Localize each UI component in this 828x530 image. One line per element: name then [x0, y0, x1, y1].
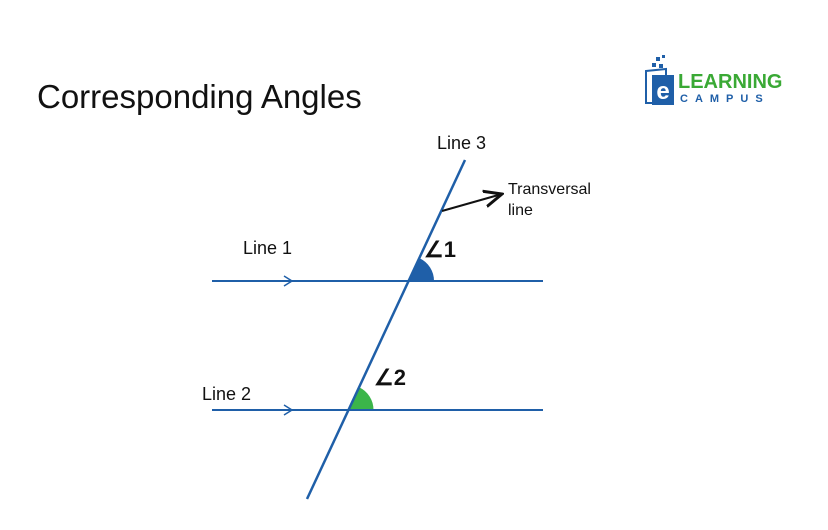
line-2-label: Line 2: [202, 384, 252, 404]
line-1-arrow-icon: [283, 275, 294, 287]
svg-text:CAMPUS: CAMPUS: [680, 93, 770, 105]
page-title: Corresponding Angles: [37, 78, 362, 115]
transversal-pointer-arrow: [441, 194, 502, 212]
angle-1-label: ∠1: [424, 237, 456, 262]
transversal-label: Transversal line: [508, 179, 591, 221]
angle-2-arc: [348, 387, 374, 410]
line-1-label: Line 1: [243, 238, 293, 258]
line-3-label: Line 3: [437, 133, 487, 153]
svg-text:LEARNING: LEARNING: [678, 71, 782, 93]
transversal-label-line2: line: [508, 202, 533, 219]
angle-2-label: ∠2: [374, 365, 406, 390]
transversal-label-line1: Transversal: [508, 181, 591, 198]
elearning-campus-logo: e LEARNING CAMPUS: [645, 55, 782, 105]
svg-text:e: e: [656, 78, 669, 105]
angle-1-arc: [409, 258, 435, 281]
line-2-arrow-icon: [283, 404, 294, 416]
line-3-transversal: [305, 159, 467, 500]
